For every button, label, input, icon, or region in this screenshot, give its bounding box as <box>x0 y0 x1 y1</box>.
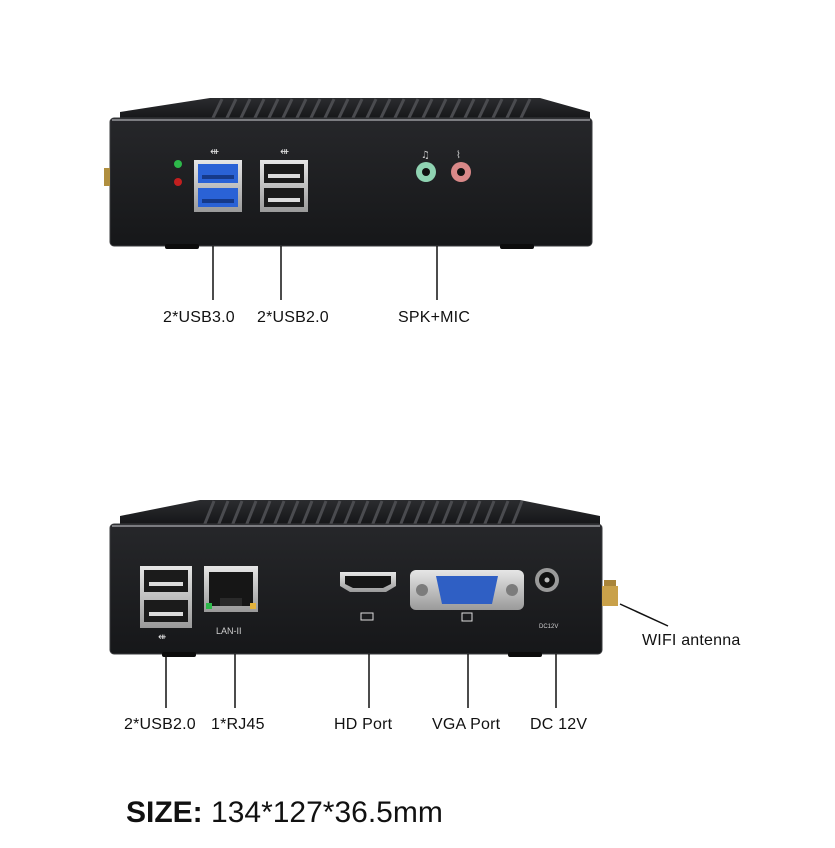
heatsink-fin <box>448 98 462 121</box>
heatsink-fin <box>378 98 392 121</box>
heatsink-fin <box>314 500 328 527</box>
svg-text:⌇: ⌇ <box>456 150 461 161</box>
front-heatsink-fins <box>120 98 590 122</box>
label-front-usb3: 2*USB3.0 <box>163 309 235 326</box>
vga-port <box>410 570 524 622</box>
heatsink-fin <box>266 98 280 121</box>
heatsink-fin <box>258 500 272 527</box>
svg-text:⇺: ⇺ <box>280 145 289 158</box>
usb2-port-stack-rear: ⇺ <box>140 566 192 643</box>
power-led-green <box>174 160 182 168</box>
rear-heatsink-fins <box>120 500 600 528</box>
heatsink-fin <box>328 500 342 527</box>
heatsink-fin <box>322 98 336 121</box>
heatsink-fin <box>364 98 378 121</box>
heatsink-fin <box>342 500 356 527</box>
heatsink-fin <box>518 98 532 121</box>
svg-text:⇺: ⇺ <box>158 632 166 643</box>
heatsink-fin <box>300 500 314 527</box>
rj45-port <box>204 566 258 612</box>
heatsink-fin <box>496 500 510 527</box>
label-rear-vga: VGA Port <box>432 716 501 733</box>
heatsink-fin <box>294 98 308 121</box>
heatsink-fin <box>224 98 238 121</box>
heatsink-fin <box>238 98 252 121</box>
heatsink-fin <box>384 500 398 527</box>
audio-jacks: ♫ ⌇ <box>416 150 471 182</box>
heatsink-fin <box>286 500 300 527</box>
heatsink-fin <box>280 98 294 121</box>
hdd-led-red <box>174 178 182 186</box>
heatsink-fin <box>356 500 370 527</box>
hd-port <box>340 572 396 621</box>
heatsink-fin <box>482 500 496 527</box>
heatsink-fin <box>420 98 434 121</box>
rear-view-device: ⇺ LAN-II DC12V <box>109 500 669 708</box>
heatsink-fin <box>504 98 518 121</box>
heatsink-fin <box>398 500 412 527</box>
heatsink-fin <box>440 500 454 527</box>
heatsink-fin <box>392 98 406 121</box>
dc-marking: DC12V <box>539 624 558 630</box>
callout-line-wifi <box>619 603 669 627</box>
label-front-usb2: 2*USB2.0 <box>257 309 329 326</box>
heatsink-fin <box>454 500 468 527</box>
dc-jack <box>535 568 559 592</box>
size-label: SIZE: <box>126 796 203 829</box>
usb2-port-stack-front: ⇺ <box>260 145 308 212</box>
heatsink-fin <box>426 500 440 527</box>
heatsink-fin <box>216 500 230 527</box>
label-front-audio: SPK+MIC <box>398 309 471 326</box>
rj45-marking: LAN-II <box>216 626 242 636</box>
label-rear-hd: HD Port <box>334 716 393 733</box>
heatsink-fin <box>370 500 384 527</box>
heatsink-fin <box>244 500 258 527</box>
heatsink-fin <box>350 98 364 121</box>
size-spec: SIZE: 134*127*36.5mm <box>126 796 443 830</box>
wifi-antenna-connector <box>602 580 618 606</box>
heatsink-fin <box>476 98 490 121</box>
usb3-port-stack: ⇺ <box>194 145 242 212</box>
svg-text:⇺: ⇺ <box>210 145 219 158</box>
label-rear-rj45: 1*RJ45 <box>211 716 265 733</box>
heatsink-fin <box>308 98 322 121</box>
heatsink-fin <box>272 500 286 527</box>
heatsink-fin <box>336 98 350 121</box>
heatsink-fin <box>468 500 482 527</box>
heatsink-fin <box>406 98 420 121</box>
heatsink-fin <box>412 500 426 527</box>
heatsink-fin <box>462 98 476 121</box>
heatsink-fin <box>210 98 224 121</box>
heatsink-fin <box>490 98 504 121</box>
heatsink-fin <box>252 98 266 121</box>
size-value: 134*127*36.5mm <box>211 796 443 829</box>
heatsink-fin <box>510 500 524 527</box>
label-rear-dc: DC 12V <box>530 716 588 733</box>
heatsink-fin <box>202 500 216 527</box>
front-view-device: ⇺ ⇺ ♫ ⌇ <box>104 98 593 300</box>
label-rear-usb2: 2*USB2.0 <box>124 716 196 733</box>
heatsink-fin <box>434 98 448 121</box>
label-rear-wifi: WIFI antenna <box>642 632 741 649</box>
svg-text:♫: ♫ <box>421 150 430 161</box>
heatsink-fin <box>230 500 244 527</box>
